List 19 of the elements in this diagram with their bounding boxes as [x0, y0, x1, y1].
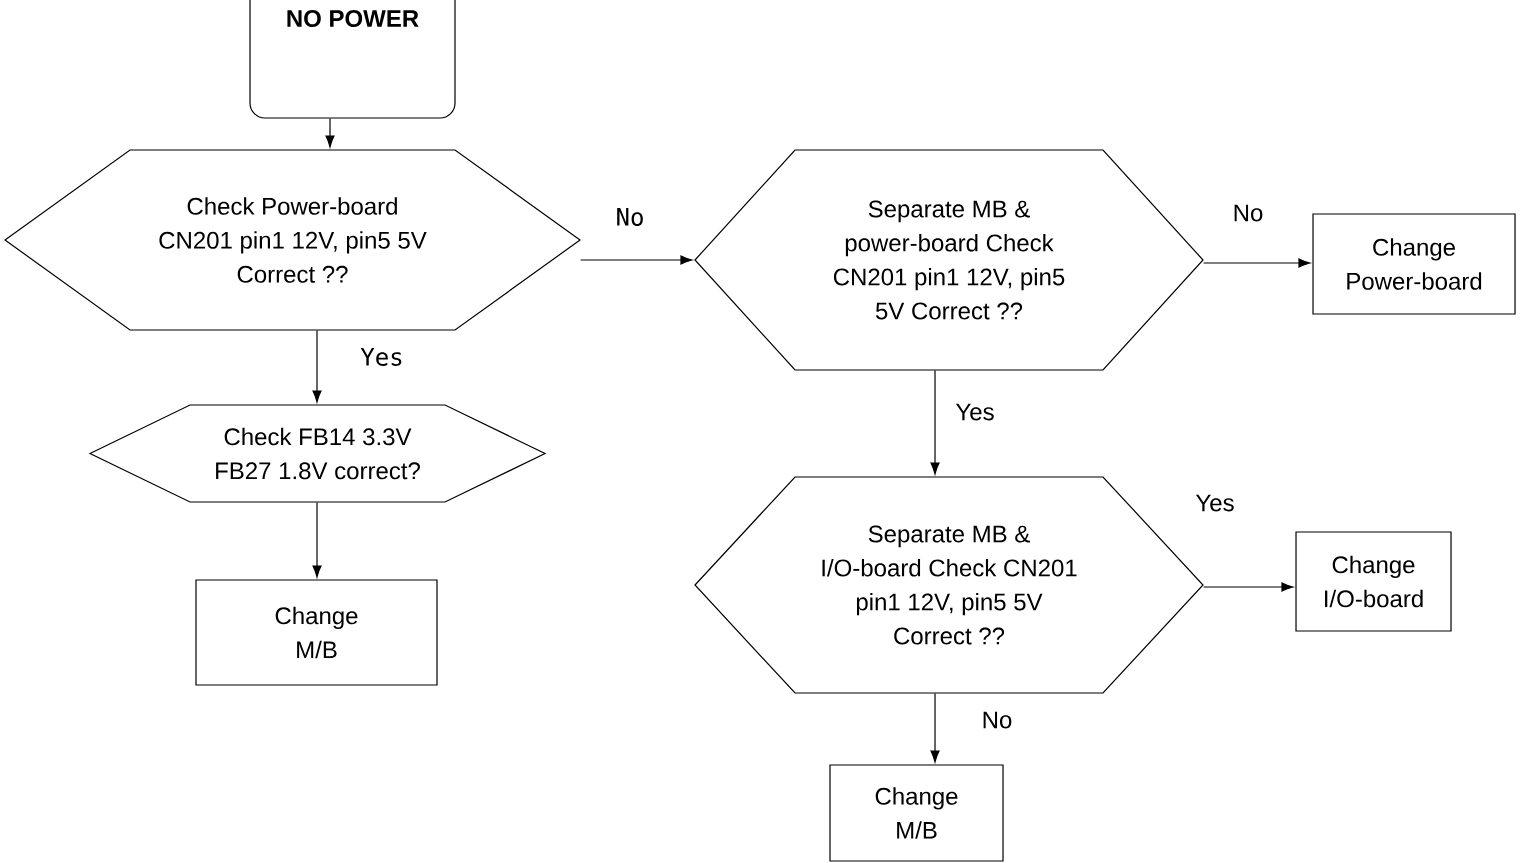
decision-hexagon: Separate MB & power-board Check CN201 pin1 12V, pin5 5V Correct ??	[694, 149, 1204, 371]
process-box: Change Power-board	[1312, 213, 1516, 315]
arrow	[930, 693, 940, 763]
process-box: Change M/B	[829, 764, 1004, 862]
process-box: Change M/B	[195, 579, 438, 686]
process-box: Change I/O-board	[1295, 531, 1452, 632]
edge-label: No	[979, 709, 1015, 731]
start-box: NO POWER	[249, 0, 456, 119]
edge-label: Yes	[953, 401, 997, 423]
arrow	[325, 118, 335, 148]
arrow	[930, 370, 940, 475]
edge-label: No	[613, 206, 647, 228]
arrow	[312, 330, 322, 403]
edge-label: No	[1230, 202, 1266, 224]
arrow	[312, 502, 322, 578]
arrow	[580, 255, 693, 265]
arrow	[1203, 582, 1294, 592]
edge-label: Yes	[358, 346, 406, 368]
arrow	[1203, 258, 1311, 268]
